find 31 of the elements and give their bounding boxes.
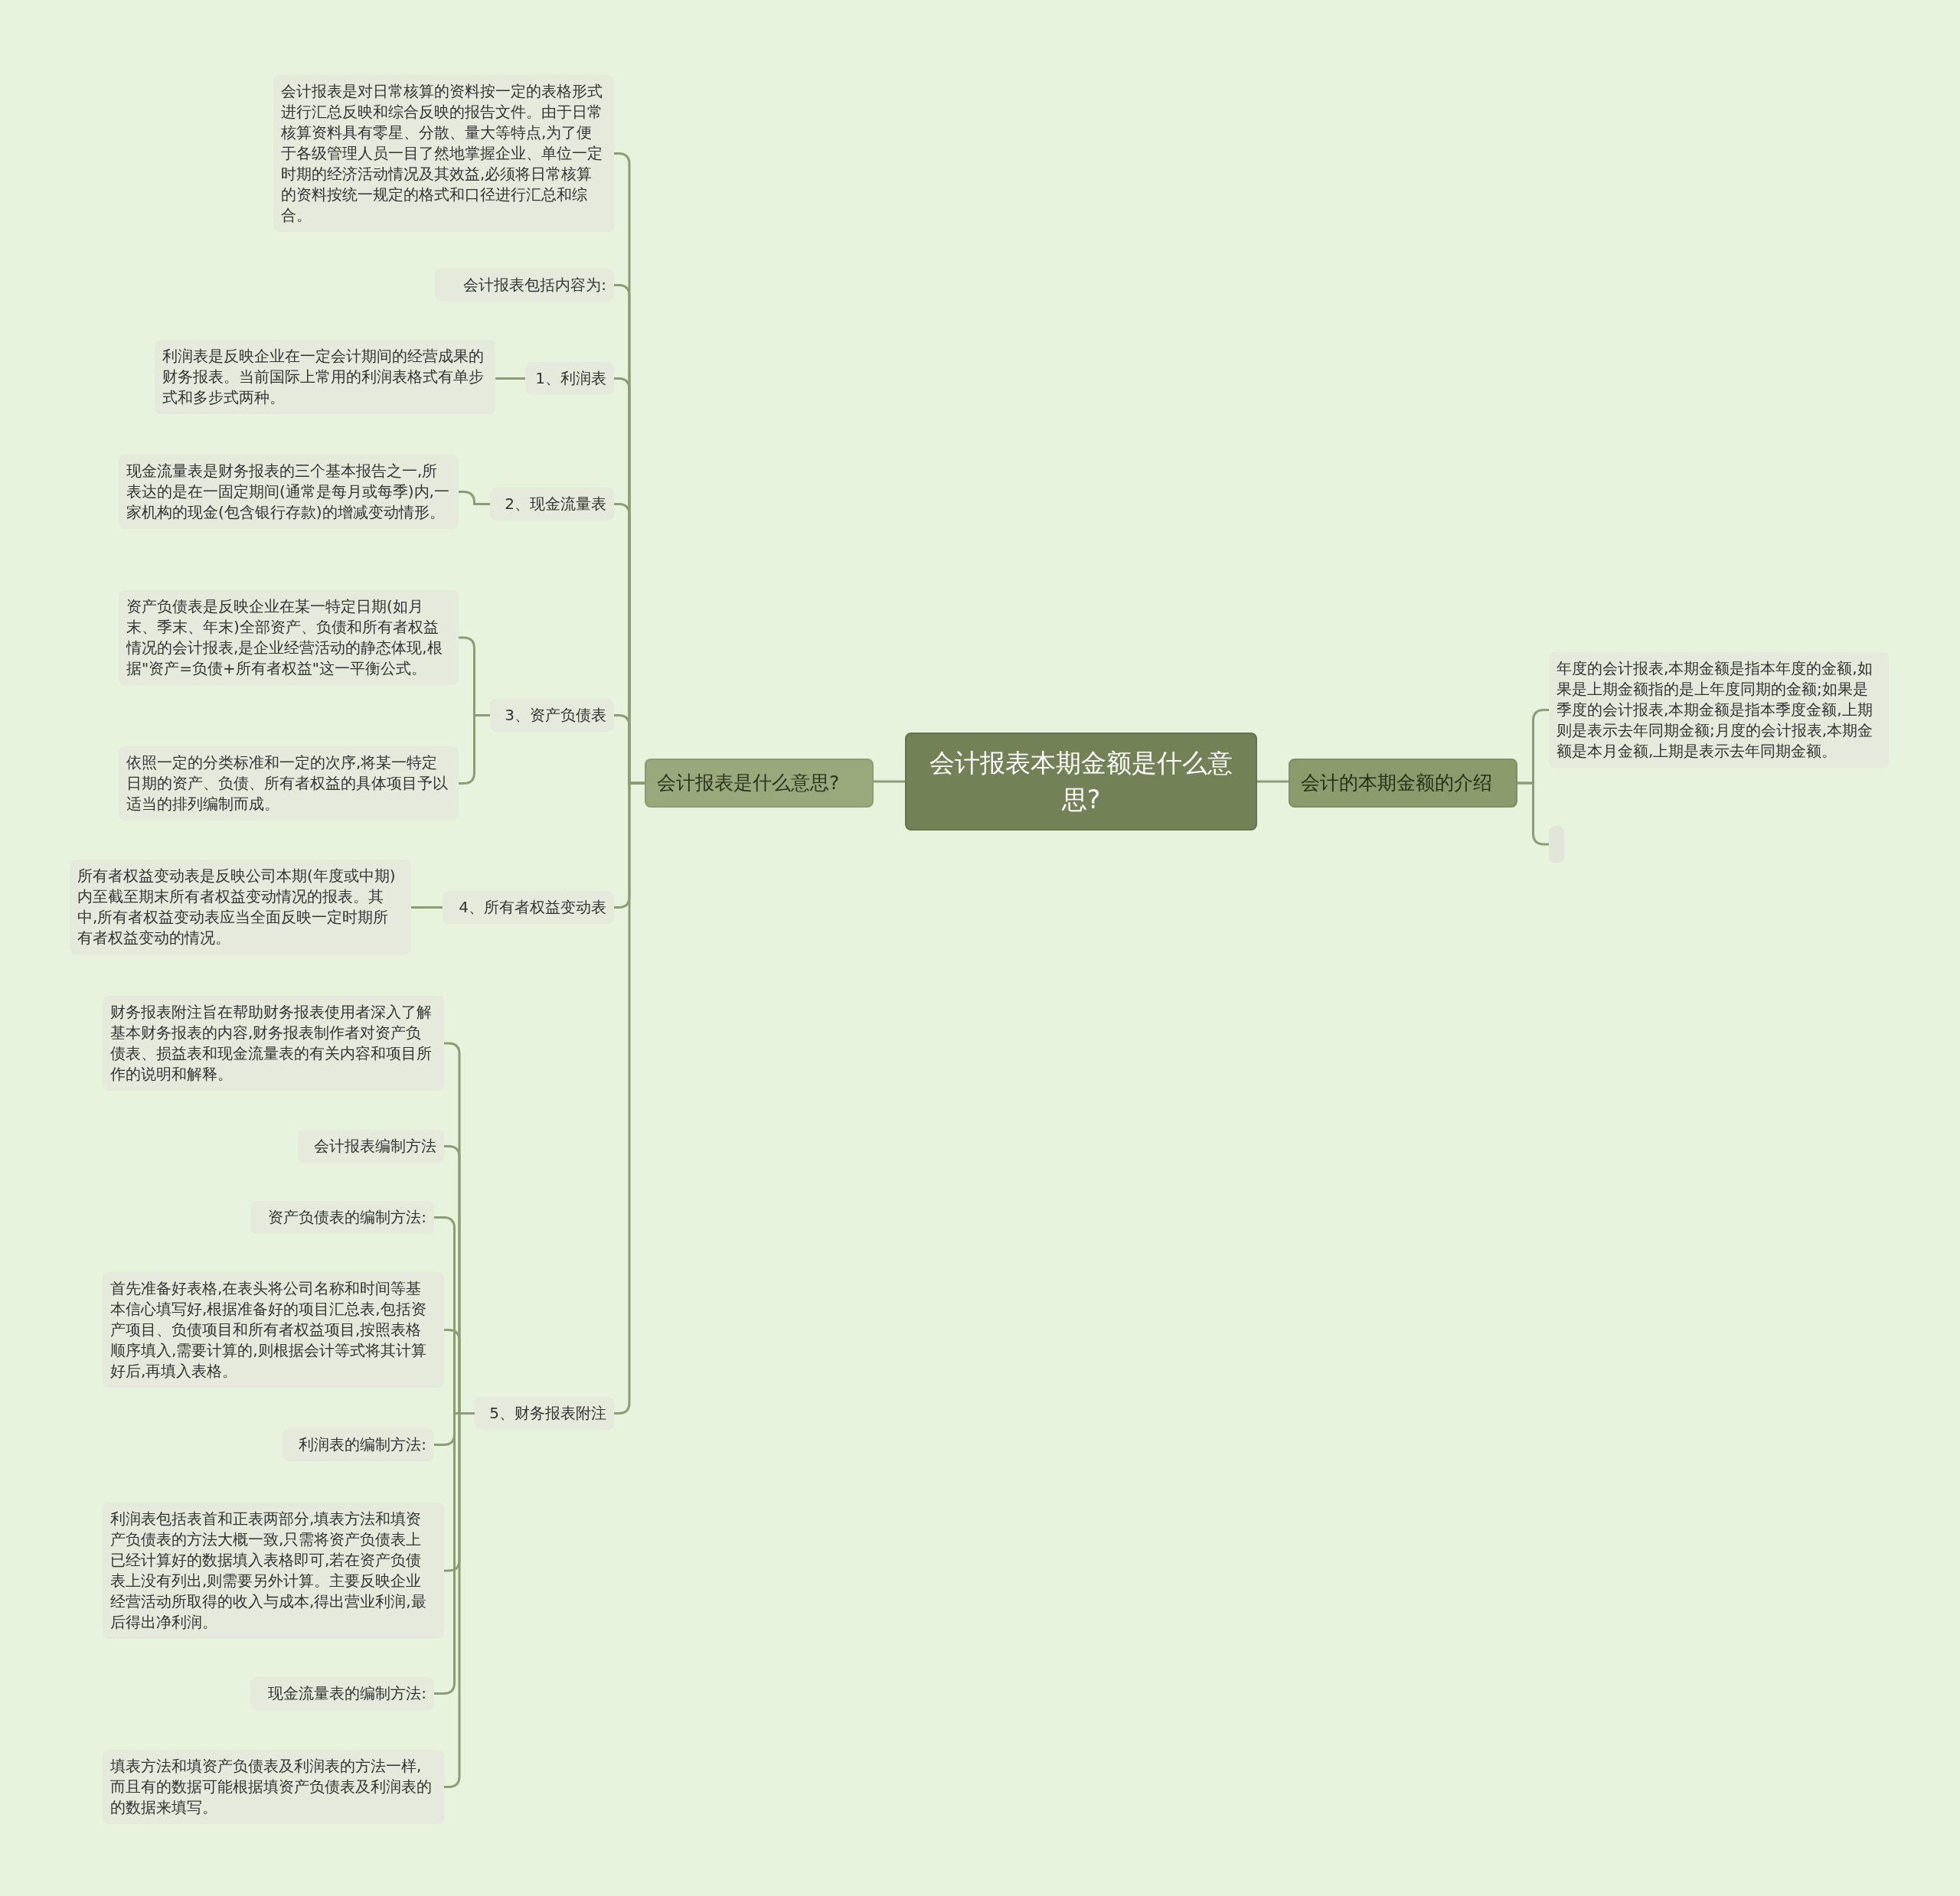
- text-box: 所有者权益变动表是反映公司本期(年度或中期)内至截至期末所有者权益变动情况的报表。其中,所有者权益变动表应当全面反映一定时期所有者权益变动的情况。: [70, 860, 411, 955]
- subtopic-box: 4、所有者权益变动表: [443, 891, 614, 924]
- text-box: 年度的会计报表,本期金额是指本年度的金额,如果是上期金额指的是上年度同期的金额;如果是季度的会计报表,本期金额是指本季度金额,上期则是表示去年同期金额;月度的会计报表,本期金额是本月金额,上期是表示去年同期金额。: [1549, 652, 1889, 768]
- text-box: 财务报表附注旨在帮助财务报表使用者深入了解基本财务报表的内容,财务报表制作者对资产负债表、损益表和现金流量表的有关内容和项目所作的说明和解释。: [103, 996, 444, 1091]
- empty-box: [1549, 826, 1564, 863]
- central-topic-box: 会计报表本期金额是什么意思?: [905, 733, 1257, 831]
- subtopic-box: 利润表的编制方法:: [283, 1428, 434, 1461]
- connector: [874, 780, 905, 783]
- text-box: 利润表包括表首和正表两部分,填表方法和填资产负债表的方法大概一致,只需将资产负债表上已经计算好的数据填入表格即可,若在资产负债表上没有列出,则需要另外计算。主要反映企业经营活动所取得的收入与成本,得出营业利润,最后得出净利润。: [103, 1503, 444, 1639]
- subtopic-box: 2、现金流量表: [490, 488, 614, 521]
- connector: [459, 491, 490, 505]
- topic-box: 会计报表是什么意思?: [645, 759, 874, 808]
- text-box: 首先准备好表格,在表头将公司名称和时间等基本信心填写好,根据准备好的项目汇总表,包括资产项目、负债项目和所有者权益项目,按照表格顺序填入,需要计算的,则根据会计等式将其计算好后,再填入表格。: [103, 1272, 444, 1388]
- text-box: 依照一定的分类标准和一定的次序,将某一特定日期的资产、负债、所有者权益的具体项目予以适当的排列编制而成。: [119, 746, 459, 821]
- connector: [495, 377, 525, 380]
- text-box: 现金流量表是财务报表的三个基本报告之一,所表达的是在一固定期间(通常是每月或每季)内,一家机构的现金(包含银行存款)的增减变动情形。: [119, 455, 459, 529]
- subtopic-box: 会计报表编制方法: [298, 1130, 444, 1163]
- text-box: 填表方法和填资产负债表及利润表的方法一样,而且有的数据可能根据填资产负债表及利润表的的数据来填写。: [103, 1750, 444, 1824]
- subtopic-box: 1、利润表: [525, 362, 614, 395]
- subtopic-box: 5、财务报表附注: [475, 1397, 614, 1430]
- connector: [411, 906, 443, 909]
- topic-box: 会计的本期金额的介绍: [1289, 759, 1517, 808]
- subtopic-box: 会计报表包括内容为:: [435, 269, 614, 302]
- text-box: 资产负债表是反映企业在某一特定日期(如月末、季末、年末)全部资产、负债和所有者权益情况的会计报表,是企业经营活动的静态体现,根据"资产=负债+所有者权益"这一平衡公式。: [119, 590, 459, 685]
- subtopic-box: 资产负债表的编制方法:: [250, 1201, 434, 1234]
- text-box: 会计报表是对日常核算的资料按一定的表格形式进行汇总反映和综合反映的报告文件。由于日常核算资料具有零星、分散、量大等特点,为了便于各级管理人员一目了然地掌握企业、单位一定时期的经济活动情况及其效益,必须将日常核算的资料按统一规定的格式和口径进行汇总和综合。: [273, 75, 614, 232]
- text-box: 利润表是反映企业在一定会计期间的经营成果的财务报表。当前国际上常用的利润表格式有单步式和多步式两种。: [155, 340, 495, 414]
- subtopic-box: 3、资产负债表: [490, 699, 614, 732]
- subtopic-box: 现金流量表的编制方法:: [250, 1677, 434, 1710]
- connector: [1257, 780, 1289, 783]
- connector: [459, 714, 490, 785]
